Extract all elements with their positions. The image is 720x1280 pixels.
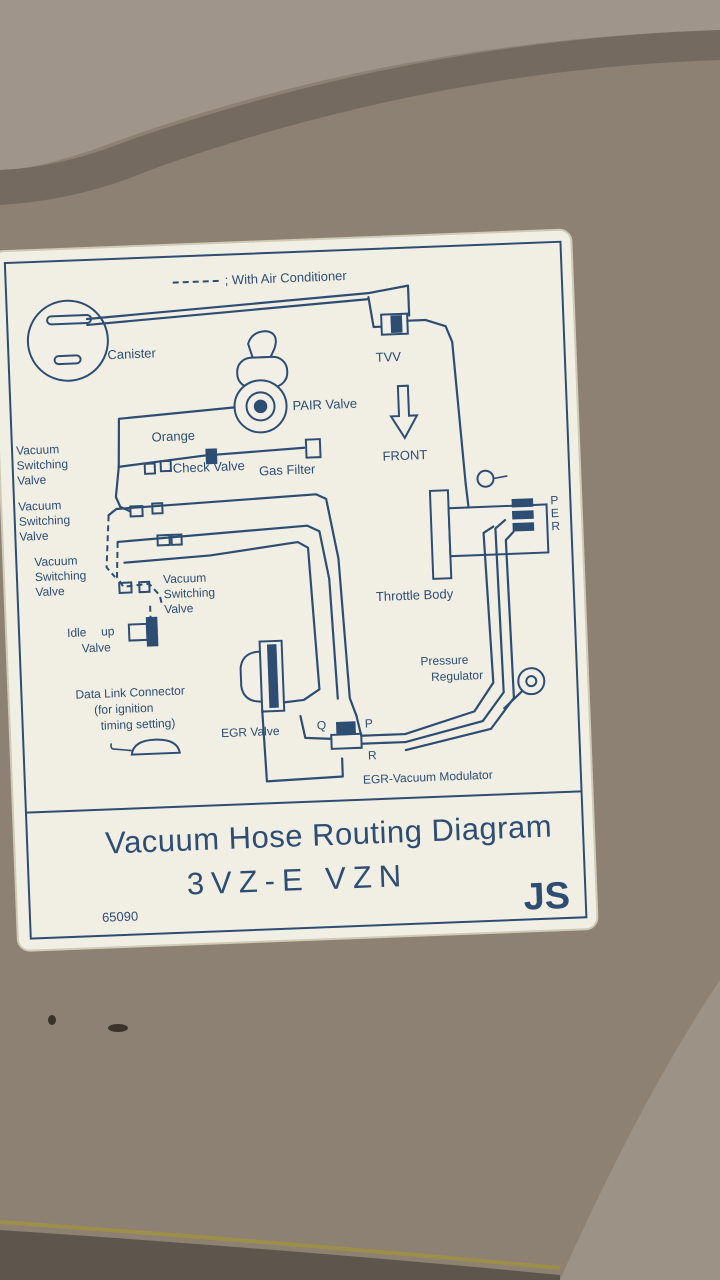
engine-model: 3VZ-E VZN: [186, 858, 409, 901]
vsv3-label: Vacuum Switching Valve: [34, 553, 90, 599]
pressure-regulator: [503, 667, 546, 710]
gas-filter: [205, 438, 322, 465]
hose-modulator-p: [355, 714, 407, 737]
hose-throttle-down-2: [404, 518, 507, 744]
egr-modulator-label: EGR-Vacuum Modulator: [363, 768, 493, 787]
hose-egr-loop: [261, 708, 344, 783]
canister-label: Canister: [107, 345, 157, 362]
hose-throttle-down-1: [404, 525, 495, 736]
grease-spot: [48, 1015, 56, 1025]
title-divider: [25, 790, 582, 814]
hose-canister-top: [85, 284, 411, 321]
hood-bottom-edge: [0, 1230, 560, 1280]
port-r-label: R: [551, 519, 561, 533]
data-link-label: Data Link Connector (for ignition timing…: [75, 683, 189, 733]
grease-spot: [108, 1024, 128, 1032]
pair-valve: [233, 330, 289, 434]
check-valve-label: Check Valve: [173, 458, 246, 476]
canister: [26, 299, 109, 382]
hose-modulator-r: [360, 740, 407, 745]
hose-vsv-main-1: [107, 493, 358, 718]
egr-valve: [239, 639, 286, 713]
card-body: [0, 228, 599, 952]
hose-vsv-main-2: [116, 524, 339, 700]
vacuum-label-card: ; With Air Conditioner Canister TVV PAIR…: [0, 228, 599, 952]
pair-valve-label: PAIR Valve: [292, 396, 357, 413]
throttle-ports: [511, 498, 535, 532]
port-e-label: E: [551, 506, 560, 520]
tvv: [367, 296, 409, 336]
front-label: FRONT: [382, 447, 427, 464]
part-code: 65090: [102, 908, 139, 924]
hood-yellow-trim: [0, 1220, 561, 1270]
legend-dash: [172, 279, 220, 284]
hose-canister-top-2: [86, 298, 370, 327]
modulator-q-label: Q: [317, 718, 327, 732]
vsv4-label: Vacuum Switching Valve: [163, 570, 219, 616]
card-border: [3, 240, 588, 940]
idle-up-valve: [127, 605, 159, 647]
hose-pair: [117, 406, 236, 468]
hose-modulator-q: [299, 714, 333, 740]
idle-up-label: Idle up Valve: [67, 624, 119, 656]
pressure-regulator-label: Pressure Regulator: [420, 652, 483, 684]
vsv1-label: Vacuum Switching Valve: [16, 442, 72, 488]
vsv2-label: Vacuum Switching Valve: [18, 498, 74, 544]
hose-vsv-main-3: [123, 540, 321, 704]
check-valve: [143, 459, 172, 475]
hood-top-panel: [0, 0, 720, 170]
hose-vsv-dashed: [115, 541, 164, 606]
legend-label: ; With Air Conditioner: [224, 268, 347, 288]
gas-filter-label: Gas Filter: [259, 461, 317, 478]
modulator-r-label: R: [368, 748, 378, 762]
egr-vacuum-modulator: [330, 721, 363, 750]
data-link-connector: [110, 738, 181, 756]
egr-valve-label: EGR Valve: [221, 724, 280, 740]
modulator-p-label: P: [365, 716, 374, 730]
brand-mark: JS: [523, 875, 571, 919]
front-arrow: [389, 384, 419, 440]
hose-tvv-right: [406, 318, 467, 485]
throttle-body-label: Throttle Body: [376, 586, 454, 604]
hood-recess-shadow: [0, 30, 720, 205]
port-p-label: P: [550, 493, 559, 507]
hose-vsv-dashed-2: [105, 515, 116, 578]
orange-label: Orange: [151, 428, 195, 445]
hood-lower-ridge: [560, 980, 720, 1280]
tvv-label: TVV: [375, 349, 401, 365]
